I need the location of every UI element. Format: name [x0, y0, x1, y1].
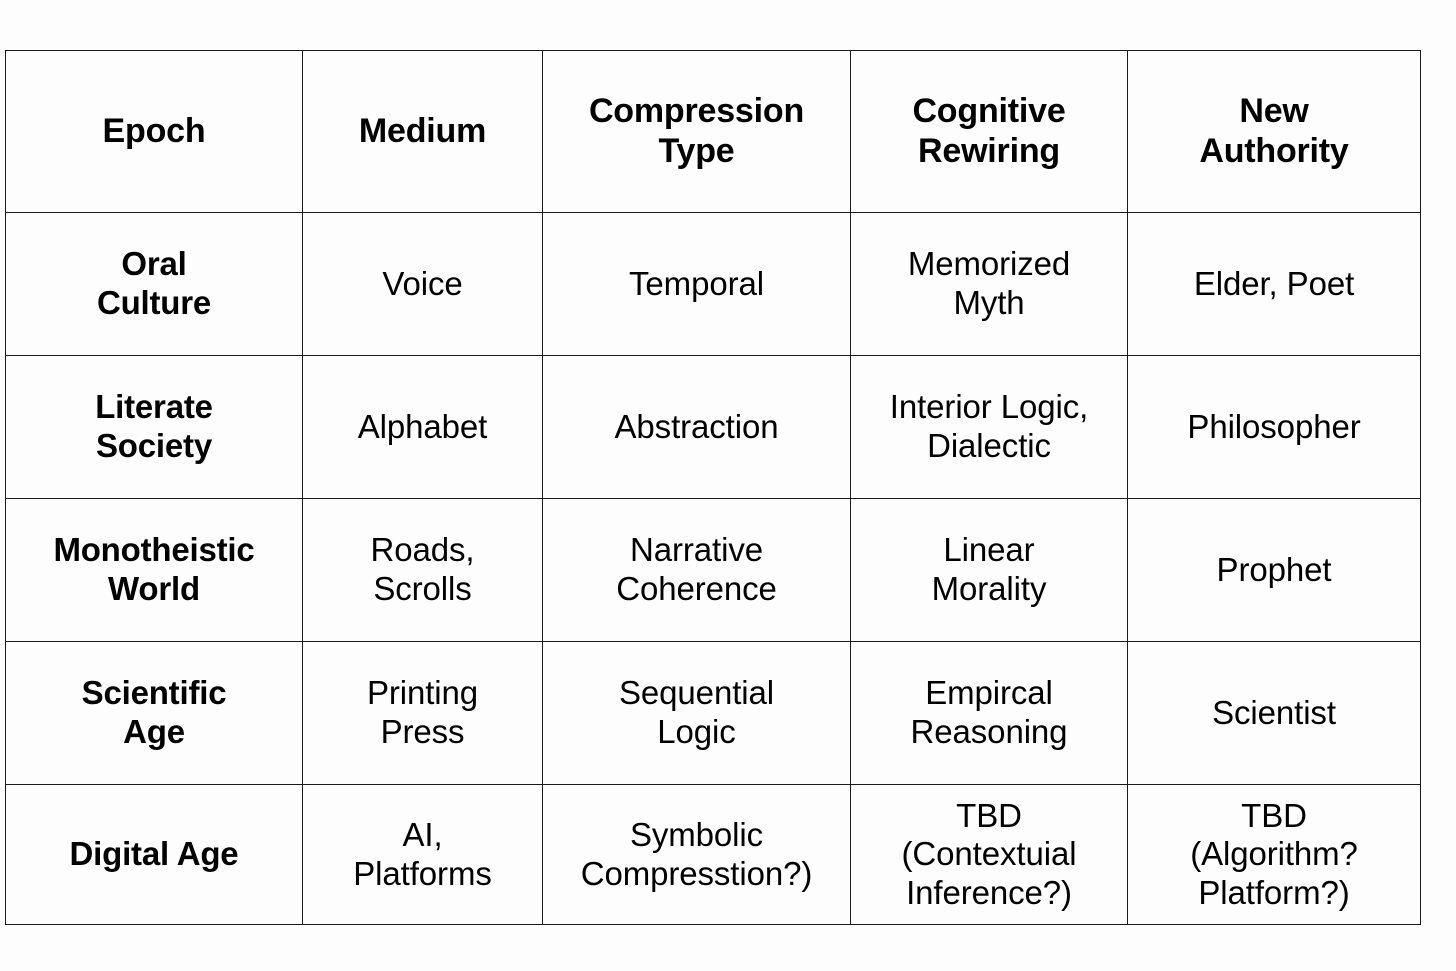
cell-text-line: Printing — [366, 674, 479, 712]
header-cognitive-line-2: Rewiring — [918, 131, 1060, 170]
cell-text-line: (Contextuial — [901, 835, 1077, 873]
cell-text-line: AI, — [402, 815, 443, 853]
cell-compression-type: Abstraction — [542, 355, 851, 499]
header-compression-line-1: Compression — [588, 91, 805, 130]
cell-text-line: Abstraction — [614, 407, 779, 445]
cell-compression-type: Temporal — [542, 212, 851, 356]
cell-text-line: TBD — [1241, 796, 1307, 834]
column-header-compression-type: Compression Type — [542, 50, 851, 213]
table-header: Epoch Medium Compression Type Cognitive … — [5, 50, 1421, 213]
header-row: Epoch Medium Compression Type Cognitive … — [5, 50, 1421, 213]
header-cognitive-line-1: Cognitive — [912, 91, 1066, 130]
cell-text-line: Myth — [953, 284, 1025, 321]
table-container: Epoch Medium Compression Type Cognitive … — [5, 50, 1421, 925]
cell-text-line: Press — [380, 713, 465, 750]
cell-text-line: Oral — [121, 245, 187, 283]
cell-text-line: Dialectic — [927, 427, 1051, 464]
cell-cognitive-rewiring: Linear Morality — [850, 498, 1128, 642]
cell-cognitive-rewiring: TBD (Contextuial Inference?) — [850, 784, 1128, 925]
cell-text-line: Voice — [382, 264, 463, 302]
column-header-cognitive-rewiring: Cognitive Rewiring — [850, 50, 1128, 213]
table-row: Monotheistic World Roads, Scrolls Narrat… — [5, 498, 1421, 642]
cell-text-line: Monotheistic — [53, 531, 255, 569]
cell-cognitive-rewiring: Interior Logic, Dialectic — [850, 355, 1128, 499]
cell-text-line: Roads, — [370, 531, 475, 569]
column-header-epoch: Epoch — [5, 50, 303, 213]
cell-text-line: Literate — [95, 388, 213, 426]
cell-text-line: Symbolic — [629, 815, 764, 853]
column-header-medium: Medium — [302, 50, 543, 213]
cell-medium: AI, Platforms — [302, 784, 543, 925]
cell-text-line: Coherence — [616, 570, 777, 607]
cell-compression-type: Sequential Logic — [542, 641, 851, 785]
cell-medium: Roads, Scrolls — [302, 498, 543, 642]
cell-epoch: Monotheistic World — [5, 498, 303, 642]
cell-medium: Voice — [302, 212, 543, 356]
cell-epoch: Literate Society — [5, 355, 303, 499]
cell-medium: Alphabet — [302, 355, 543, 499]
cell-new-authority: Elder, Poet — [1127, 212, 1421, 356]
cell-text-line: Prophet — [1216, 550, 1332, 588]
table-row: Digital Age AI, Platforms Symbolic Compr… — [5, 784, 1421, 925]
cell-text-line: Alphabet — [357, 407, 488, 445]
column-header-new-authority: New Authority — [1127, 50, 1421, 213]
cell-text-line: Platforms — [353, 854, 492, 892]
cell-text-line: World — [108, 570, 200, 607]
cell-text-line: Platform?) — [1198, 873, 1350, 911]
cell-epoch: Digital Age — [5, 784, 303, 925]
cell-text-line: Scrolls — [373, 570, 472, 607]
cell-compression-type: Symbolic Compresstion?) — [542, 784, 851, 925]
cell-new-authority: TBD (Algorithm? Platform?) — [1127, 784, 1421, 925]
cell-text-line: TBD — [956, 796, 1022, 834]
cell-epoch: Scientific Age — [5, 641, 303, 785]
cell-text-line: Empircal — [925, 674, 1053, 712]
header-epoch-line-1: Epoch — [102, 111, 206, 150]
cell-text-line: Memorized — [907, 245, 1071, 283]
cell-text-line: Society — [96, 427, 212, 464]
cell-new-authority: Philosopher — [1127, 355, 1421, 499]
cell-text-line: Philosopher — [1187, 407, 1361, 445]
cell-text-line: Age — [123, 713, 185, 750]
table-row: Oral Culture Voice Temporal Memorized My… — [5, 212, 1421, 356]
cell-text-line: Digital Age — [69, 835, 239, 873]
table-row: Literate Society Alphabet Abstraction In… — [5, 355, 1421, 499]
cell-cognitive-rewiring: Memorized Myth — [850, 212, 1128, 356]
cell-text-line: Linear — [943, 531, 1035, 569]
cell-text-line: Morality — [931, 570, 1047, 607]
cell-text-line: Interior Logic, — [889, 388, 1089, 426]
cell-text-line: Narrative — [630, 531, 763, 569]
header-authority-line-1: New — [1239, 91, 1309, 130]
cell-cognitive-rewiring: Empircal Reasoning — [850, 641, 1128, 785]
table-body: Oral Culture Voice Temporal Memorized My… — [5, 212, 1421, 925]
cell-text-line: Elder, Poet — [1193, 264, 1355, 302]
cell-text-line: (Algorithm? — [1190, 835, 1358, 873]
table-row: Scientific Age Printing Press Sequential… — [5, 641, 1421, 785]
header-authority-line-2: Authority — [1199, 131, 1349, 170]
epoch-media-table: Epoch Medium Compression Type Cognitive … — [5, 50, 1421, 925]
cell-epoch: Oral Culture — [5, 212, 303, 356]
cell-text-line: Reasoning — [910, 713, 1068, 750]
cell-text-line: Culture — [96, 284, 212, 321]
cell-text-line: Inference?) — [906, 873, 1072, 911]
cell-text-line: Scientific — [81, 674, 227, 712]
header-medium-line-1: Medium — [358, 111, 487, 150]
cell-new-authority: Scientist — [1127, 641, 1421, 785]
cell-text-line: Compresstion?) — [580, 854, 813, 892]
cell-text-line: Sequential — [619, 674, 774, 712]
cell-text-line: Scientist — [1212, 693, 1336, 731]
header-compression-line-2: Type — [658, 131, 735, 170]
cell-medium: Printing Press — [302, 641, 543, 785]
cell-new-authority: Prophet — [1127, 498, 1421, 642]
cell-text-line: Logic — [657, 713, 736, 750]
cell-compression-type: Narrative Coherence — [542, 498, 851, 642]
cell-text-line: Temporal — [629, 264, 764, 302]
